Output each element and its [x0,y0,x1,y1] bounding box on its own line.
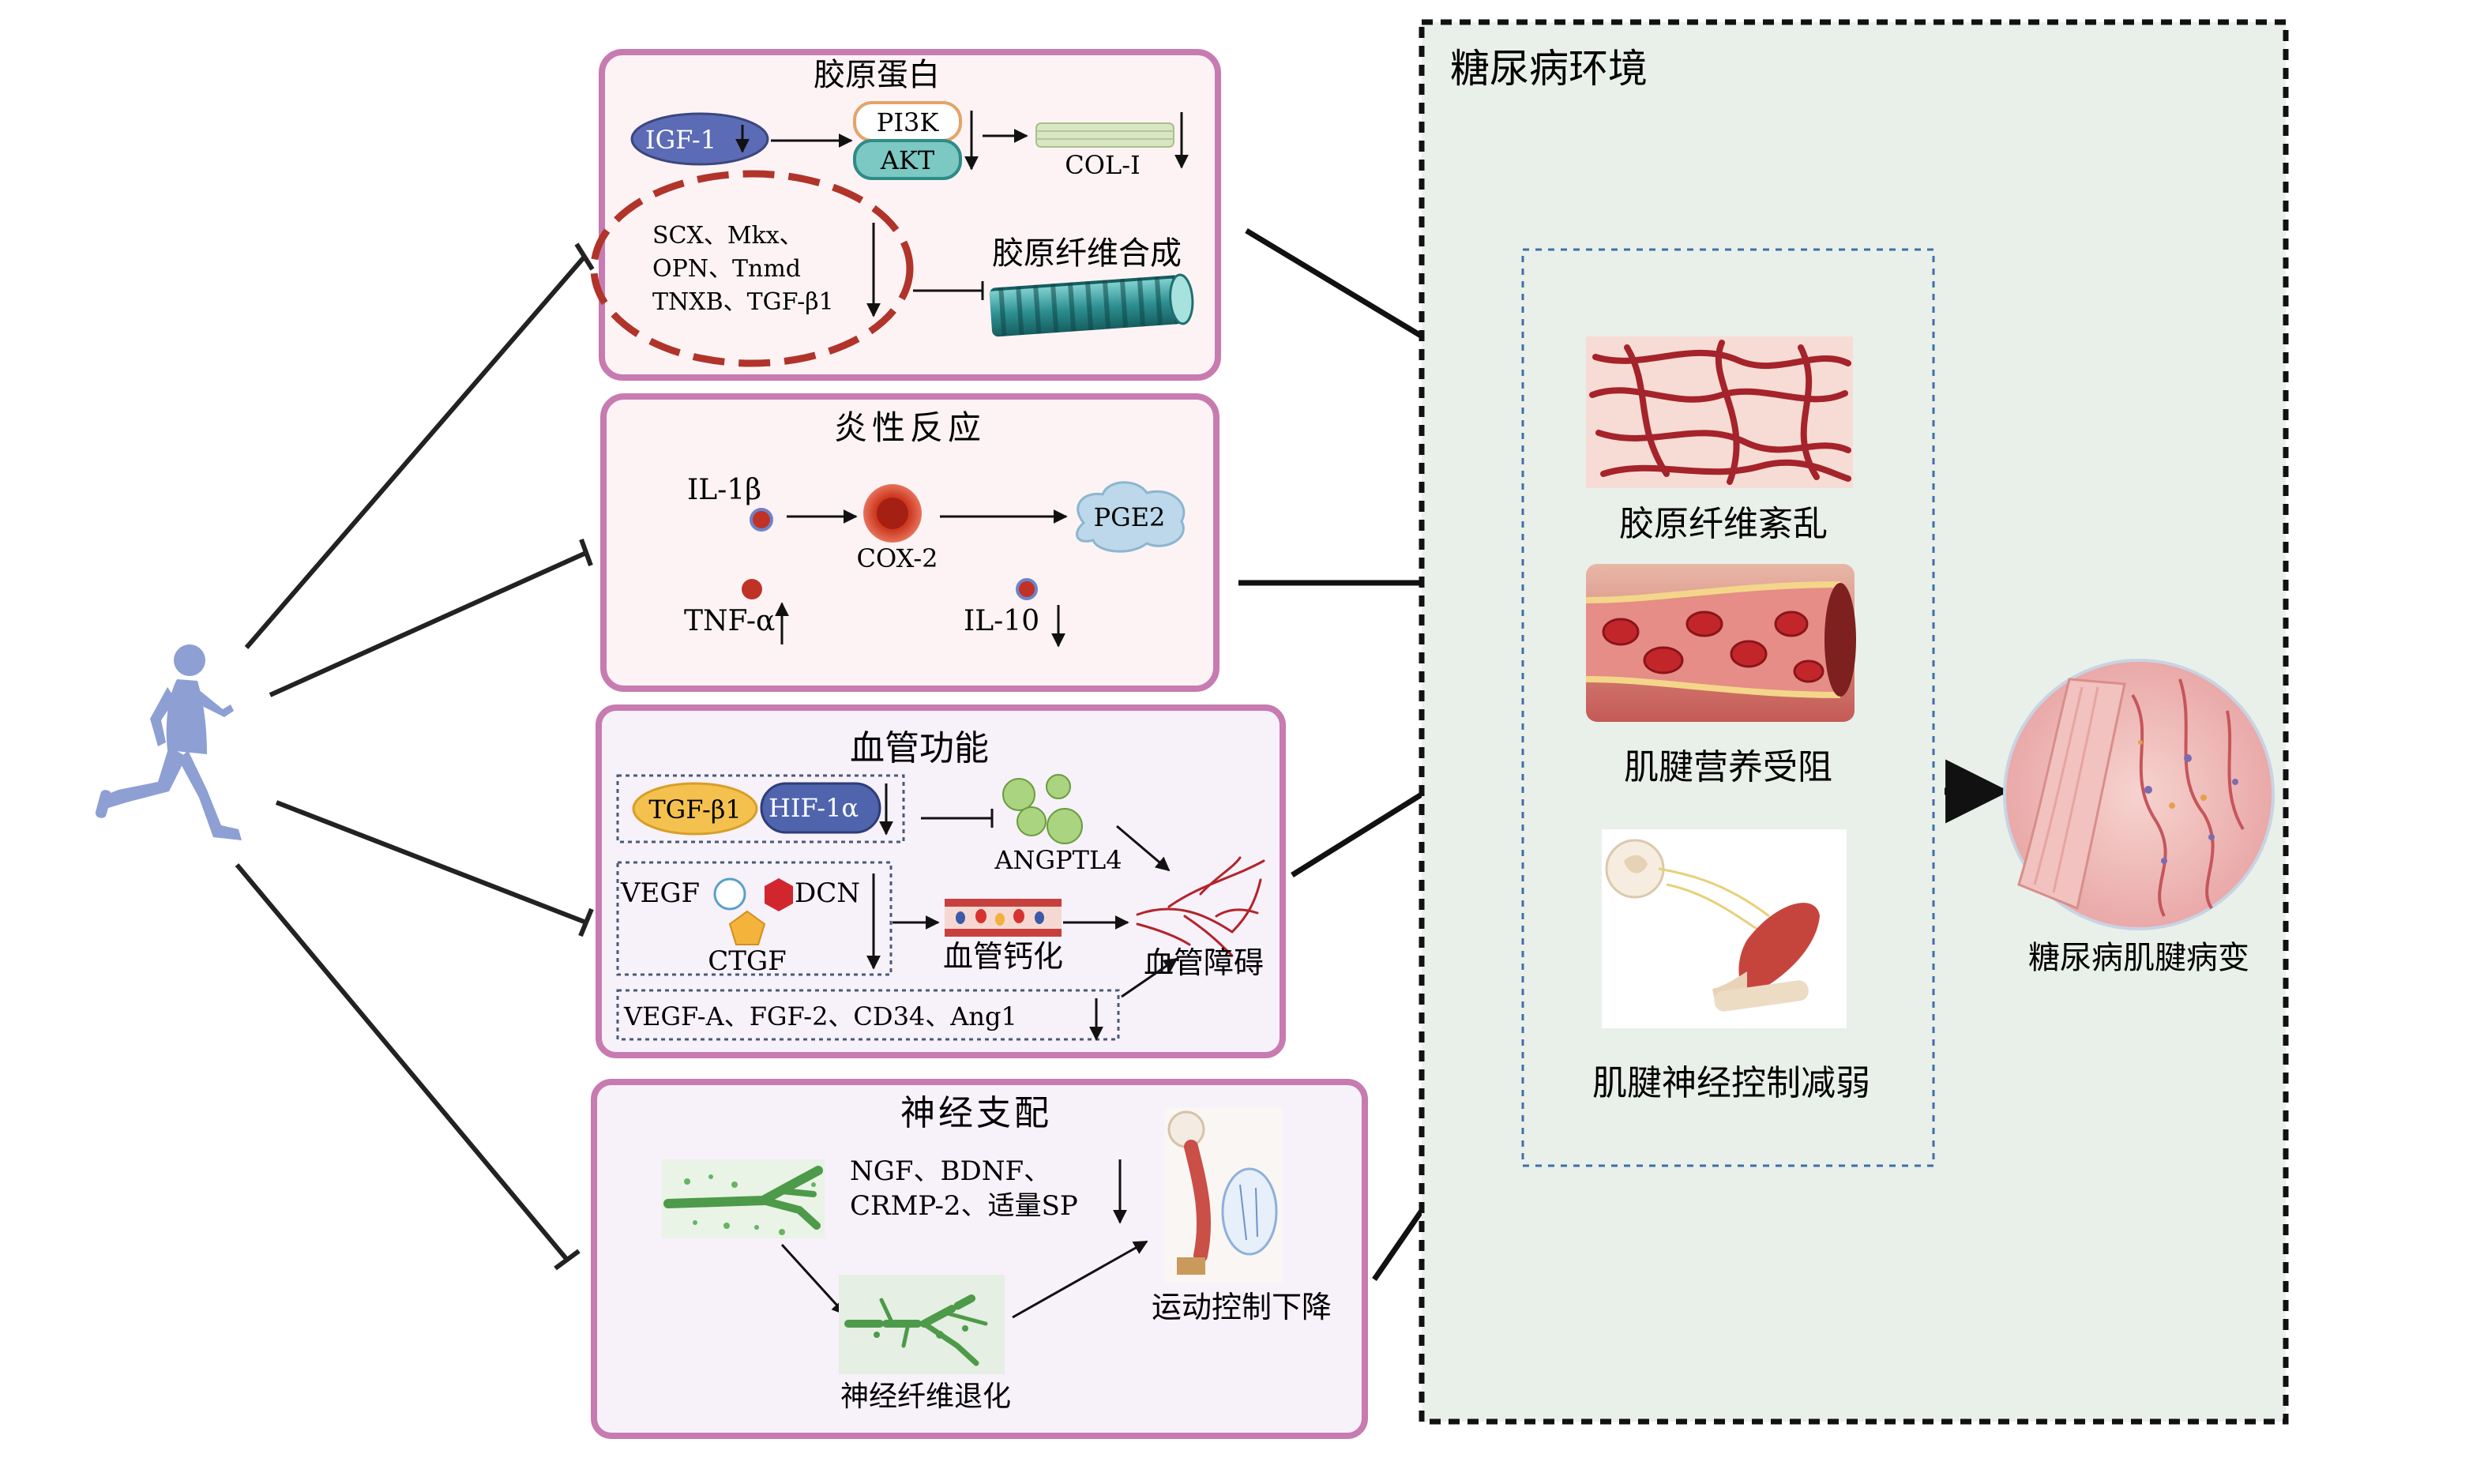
pge2-label: PGE2 [1094,502,1166,532]
panel-nerve: 神经支配 NGF、BDNF、 CRMP-2、适量SP 神经纤维退化 [591,1079,1368,1439]
dcn-label: DCN [795,877,860,909]
hif1a-label: HIF-1α [768,793,859,823]
tgfb1-node [632,782,758,836]
inhibit-line-collagen [244,255,587,649]
tnfa-dot [742,579,762,599]
il10-label: IL-10 [964,605,1039,637]
panel-inflammation-title: 炎性反应 [834,408,986,447]
angptl4-to-disorder-arrow [1116,825,1171,872]
panel-vascular-title: 血管功能 [850,728,989,768]
il10-dot [1016,578,1038,600]
nerve-factors-line-2: CRMP-2、适量SP [850,1190,1078,1222]
healthy-nerve-icon [662,1159,825,1238]
runner-inhibition-lines [235,242,595,1271]
vegf-icon [713,877,746,911]
collagen-synthesis-label: 胶原纤维合成 [992,235,1182,272]
akt-node [853,139,962,180]
collagen-fibril-icon [989,273,1194,337]
environment-inner-frame [1521,248,1935,1167]
panel-collagen: 胶原蛋白 IGF-1 PI3K AKT COL-I SCX、Mkx、 OPN、T… [590,49,1221,381]
ctgf-icon [728,910,766,945]
growth-factor-to-disorder-arrow [1121,957,1178,998]
pge2-cloud [1076,481,1186,553]
tgfb1-label: TGF-β1 [648,795,741,825]
outcome-label: 糖尿病肌腱病变 [2028,940,2249,976]
genes-line-2: OPN、Tnmd [652,255,801,283]
runner-icon [95,644,242,840]
tnfa-label: TNF-α [684,605,775,637]
calcification-label: 血管钙化 [943,939,1063,974]
ctgf-label: CTGF [708,945,786,977]
il1b-dot [750,508,773,532]
panel-inflammation: 炎性反应 IL-1β COX-2 PGE2 TNF-α IL-10 [600,393,1219,692]
environment-title: 糖尿病环境 [1450,46,1648,92]
disordered-collagen-icon [1586,336,1853,488]
angptl4-cluster-icon [1002,774,1083,844]
degenerated-nerve-icon [839,1275,1005,1374]
damaged-vessel-icon [1136,856,1265,957]
nerve-muscle-icon [1602,829,1847,1028]
degeneration-label: 神经纤维退化 [840,1381,1011,1413]
diabetic-tendinopathy-icon [2003,659,2275,930]
akt-label: AKT [880,145,935,175]
genes-line-1: SCX、Mkx、 [652,222,803,250]
col1-label: COL-I [1065,150,1140,180]
environment-item-collagen-disorder: 胶原纤维紊乱 [1619,504,1828,544]
blood-vessel-icon [1585,564,1856,722]
inhibit-line-inflammation [269,550,588,697]
disorder-label: 血管障碍 [1144,945,1264,980]
motor-control-label: 运动控制下降 [1152,1290,1332,1324]
vegf-label: VEGF [620,877,700,909]
genes-line-3: TNXB、TGF-β1 [652,288,834,316]
degeneration-to-motor-arrow [1012,1240,1148,1319]
panel-collagen-title: 胶原蛋白 [814,57,940,93]
hif1a-node [760,782,881,834]
tgf-hif-box [616,774,905,843]
panel-vascular: 血管功能 TGF-β1 HIF-1α ANGPTL4 VEGF DCN CTGF [596,704,1286,1058]
col1-fiber-icon [1035,122,1174,148]
nerve-factors-line-1: NGF、BDNF、 [850,1155,1050,1187]
calcified-vessel-icon [945,899,1062,937]
genes-dashed-ellipse [590,170,914,367]
environment-item-nerve-control-weakened: 肌腱神经控制减弱 [1592,1063,1870,1103]
motor-control-icon [1164,1107,1283,1283]
growth-factor-box [616,989,1120,1041]
igf1-label: IGF-1 [645,125,716,155]
il1b-label: IL-1β [687,474,761,506]
vegf-dcn-ctgf-box [616,861,893,976]
dcn-icon [765,878,793,911]
inhibit-line-vascular [275,800,588,925]
growth-factor-label: VEGF-A、FGF-2、CD34、Ang1 [623,1001,1017,1031]
cox2-label: COX-2 [857,543,938,573]
igf1-node [630,112,769,166]
angptl4-label: ANGPTL4 [994,845,1122,875]
panel-nerve-title: 神经支配 [900,1093,1052,1133]
diabetic-environment: 糖尿病环境 胶原纤维紊乱 [1419,19,2289,1425]
inhibit-line-nerve [235,863,569,1261]
nerve-to-degeneration-arrow [780,1243,847,1316]
environment-item-nutrition-blocked: 肌腱营养受阻 [1624,747,1832,787]
pi3k-label: PI3K [877,107,940,137]
